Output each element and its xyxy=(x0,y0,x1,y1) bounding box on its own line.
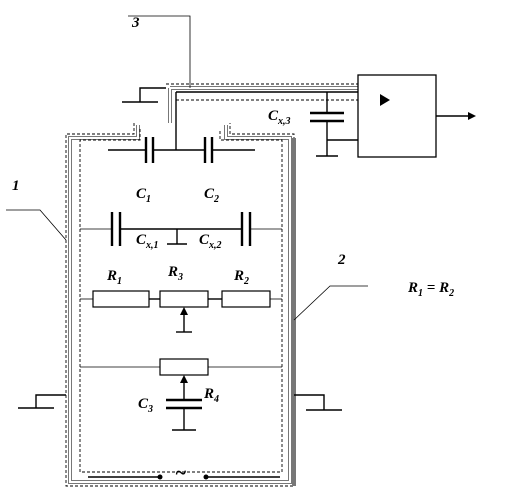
label-r4: R4 xyxy=(203,386,219,405)
label-cx3: Cx,3 xyxy=(268,108,291,127)
ac-source: ~ xyxy=(88,462,280,484)
ground-left xyxy=(18,394,66,409)
resistor-r3 xyxy=(159,290,209,308)
arrow-right-icon xyxy=(468,112,476,120)
ground-top-left xyxy=(122,87,166,103)
capacitor-c1-c2 xyxy=(108,137,255,163)
label-3: 3 xyxy=(131,15,140,31)
amplifier-triangle-icon xyxy=(380,94,390,106)
resistor-r2 xyxy=(221,290,271,308)
ground-right xyxy=(294,394,342,411)
shield-1 xyxy=(65,123,295,487)
label-equation: R1 = R2 xyxy=(407,280,454,299)
label-cx2: Cx,2 xyxy=(199,232,222,251)
label-c2: C2 xyxy=(204,186,219,205)
resistor-chain xyxy=(80,290,282,333)
label-c3: C3 xyxy=(138,396,153,415)
label-1: 1 xyxy=(12,178,20,194)
amplifier xyxy=(357,74,476,158)
label-r2: R2 xyxy=(233,268,249,287)
capacitor-cx3 xyxy=(310,92,358,157)
label-2: 2 xyxy=(337,252,346,268)
shield-3 xyxy=(166,83,358,123)
label-r3: R3 xyxy=(167,264,183,283)
resistor-r1 xyxy=(92,290,150,308)
source-symbol: ~ xyxy=(175,462,186,484)
resistor-r4-branch xyxy=(80,358,282,431)
capacitor-cx1-cx2 xyxy=(80,212,282,246)
resistor-r4 xyxy=(159,358,209,376)
label-c1: C1 xyxy=(136,186,151,205)
label-cx1: Cx,1 xyxy=(136,232,159,251)
leader-lines xyxy=(6,15,368,321)
label-r1: R1 xyxy=(106,268,122,287)
